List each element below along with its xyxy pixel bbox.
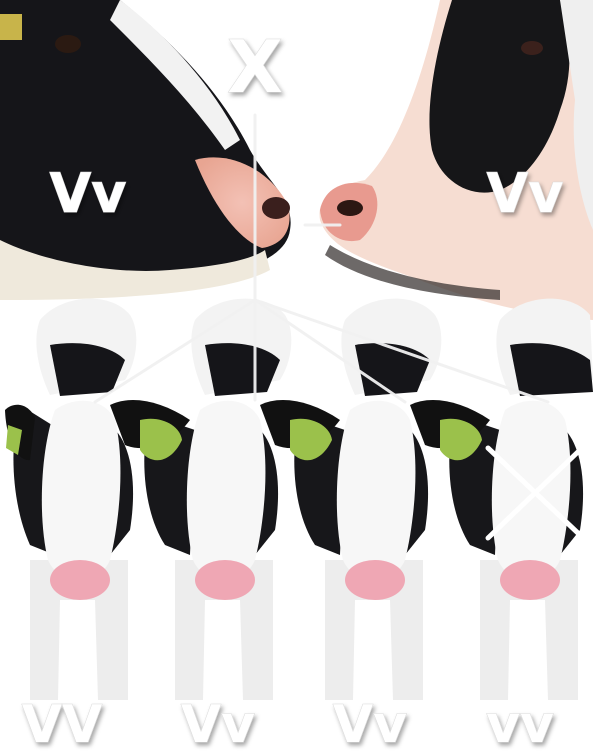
calf-2 bbox=[110, 400, 278, 700]
calf-4 bbox=[410, 400, 583, 700]
offspring-4-genotype: vv bbox=[486, 695, 554, 751]
parent-left-genotype: Vv bbox=[50, 162, 127, 225]
offspring-2-genotype: Vv bbox=[181, 695, 255, 751]
offspring-calves bbox=[5, 299, 593, 700]
parent-cow-right bbox=[320, 0, 593, 320]
offspring-3-genotype: Vv bbox=[333, 695, 407, 751]
parent-right-genotype: Vv bbox=[487, 162, 564, 225]
calf-3 bbox=[260, 400, 428, 700]
cross-symbol: X bbox=[227, 25, 283, 109]
calf-background-row bbox=[36, 299, 593, 396]
calf-1 bbox=[5, 401, 133, 700]
offspring-1-genotype: VV bbox=[22, 695, 103, 751]
